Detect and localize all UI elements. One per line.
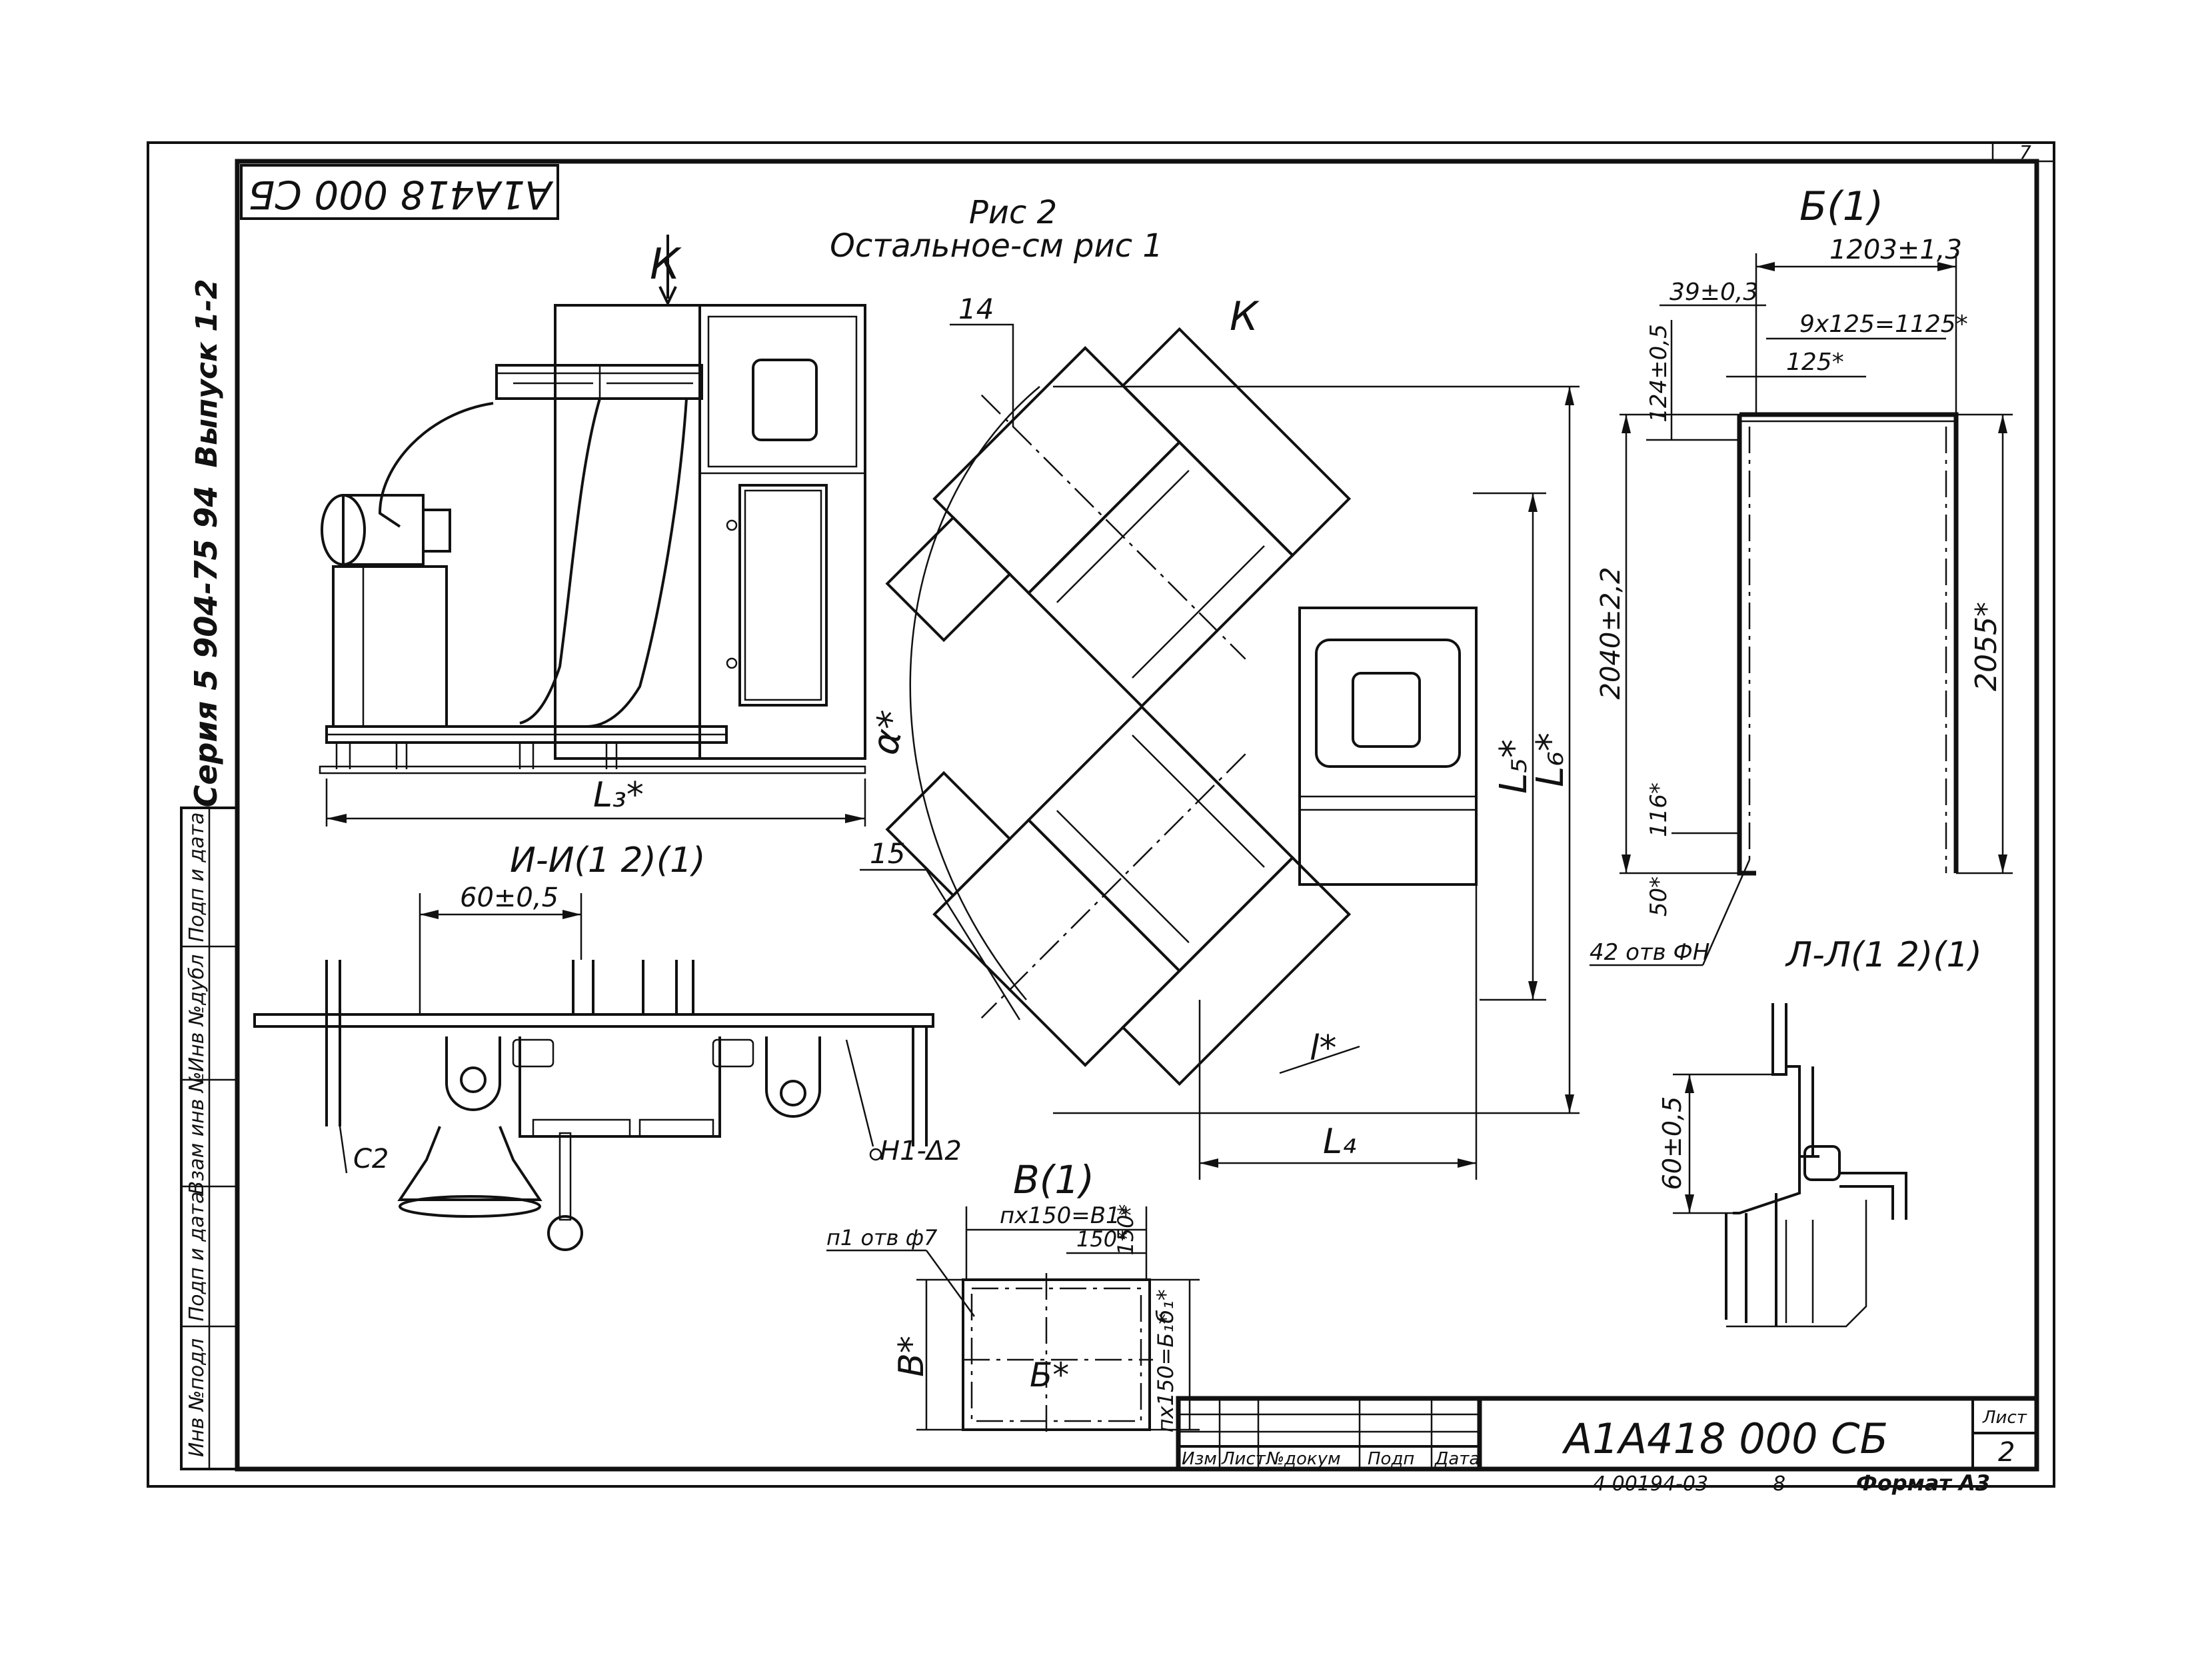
- dim-125: 125*: [1786, 349, 1844, 376]
- view-v: В(1) пх150=В1* 150* 150* п1 отв ф7 В* Б*…: [826, 1157, 1200, 1433]
- dim-nx150: пх150=В1*: [1000, 1202, 1132, 1229]
- corner-number: 7: [2019, 141, 2031, 163]
- dim-l6: L₆*: [1529, 733, 1572, 787]
- section-ii-view: И-И(1 2)(1) 60±0,5 С2 Н1-Δ2: [253, 840, 962, 1251]
- section-ii-label: И-И(1 2)(1): [510, 840, 706, 880]
- dim-alpha: α*: [863, 707, 914, 759]
- stamp-cell-1: Подп и дата: [185, 813, 209, 942]
- stamp-cell-2: Инв №дубл: [185, 954, 209, 1072]
- dim-c2: С2: [353, 1144, 389, 1174]
- corner-number-box: [1991, 141, 2055, 163]
- dim-60-ll: 60±0,5: [1658, 1096, 1687, 1190]
- tb-sheet-number: 2: [1998, 1437, 2015, 1468]
- tb-header-data: Дата: [1434, 1449, 1480, 1469]
- section-ll-label: Л-Л(1 2)(1): [1785, 935, 1982, 975]
- dim-holes-v: п1 отв ф7: [826, 1225, 938, 1250]
- side-stamp: Подп и дата Инв №дубл Взам инв № Подп и …: [180, 807, 239, 1470]
- issue-label: Выпуск 1-2: [190, 279, 224, 467]
- dim-1203: 1203±1,3: [1829, 235, 1962, 265]
- series-label: Серия 5 904-75 94: [188, 486, 224, 808]
- stamp-cell-5: Инв №подл: [185, 1338, 209, 1457]
- dim-nx150b: пх150=Б₁*: [1153, 1314, 1178, 1433]
- bottom-ref: 4 00194-03: [1593, 1472, 1708, 1496]
- dim-124: 124±0,5: [1646, 324, 1672, 422]
- tb-header-izm: Изм: [1182, 1449, 1217, 1469]
- dim-h1: Н1-Δ2: [880, 1136, 962, 1166]
- title-block: Изм Лист №докум Подп Дата А1А418 000 СБ …: [1176, 1396, 2039, 1496]
- stamp-cell-3: Взам инв №: [185, 1072, 209, 1195]
- dim-l3: L₃*: [593, 775, 644, 815]
- inner-frame: [235, 159, 2039, 1472]
- tb-header-dokum: №докум: [1265, 1449, 1341, 1469]
- dim-b1: б₁*: [1152, 1289, 1179, 1324]
- bottom-ref2: 8: [1773, 1472, 1785, 1496]
- dim-l5: L₅*: [1492, 739, 1536, 794]
- dim-150b: 150*: [1113, 1204, 1138, 1255]
- outer-frame: [147, 141, 2055, 1488]
- tb-sheet-label: Лист: [1982, 1408, 2027, 1428]
- k-view-label: К: [1230, 293, 1260, 340]
- figure-title: Рис 2: [969, 194, 1057, 231]
- dim-150a: 150*: [1076, 1226, 1128, 1252]
- dim-39: 39±0,3: [1669, 279, 1758, 306]
- dim-v-big: В*: [892, 1336, 932, 1377]
- dim-l: l*: [1310, 1028, 1336, 1068]
- dim-holes-b: 42 отв ФН: [1590, 939, 1709, 966]
- section-ll-view: Л-Л(1 2)(1) 60±0,5: [1658, 935, 1982, 1328]
- view-k: К 14 15 α*: [860, 293, 1580, 1180]
- dim-50: 50*: [1646, 876, 1672, 916]
- dim-116: 116*: [1646, 783, 1672, 837]
- top-code-box: [240, 164, 559, 220]
- k-arrow-label: К: [650, 240, 682, 289]
- dim-60-ii: 60±0,5: [460, 882, 558, 913]
- stamp-cell-4: Подп и дата: [185, 1192, 209, 1322]
- tb-code: А1А418 000 СБ: [1562, 1414, 1888, 1463]
- figure-subtitle: Остальное-см рис 1: [830, 227, 1163, 265]
- dim-2055: 2055*: [1969, 602, 2003, 691]
- dim-b-star: Б*: [1030, 1356, 1069, 1394]
- dim-9x125: 9x125=1125*: [1799, 311, 1968, 338]
- dim-2040: 2040±2,2: [1596, 567, 1626, 700]
- top-code-mirrored: А1А418 000 СБ: [249, 172, 554, 217]
- dim-l4: L₄: [1323, 1122, 1356, 1162]
- format-label: Формат А3: [1856, 1470, 1990, 1496]
- fan-unit-side-view: К L₃*: [319, 235, 866, 827]
- view-v-label: В(1): [1013, 1157, 1094, 1202]
- view-b-label: Б(1): [1799, 183, 1883, 230]
- tb-header-podp: Подп: [1368, 1449, 1414, 1469]
- pos-14: 14: [958, 293, 994, 325]
- tb-header-list: Лист: [1221, 1449, 1266, 1469]
- view-b: Б(1) 1203±1,3 39±0,3 9x125=1125* 125* 20…: [1590, 183, 2013, 966]
